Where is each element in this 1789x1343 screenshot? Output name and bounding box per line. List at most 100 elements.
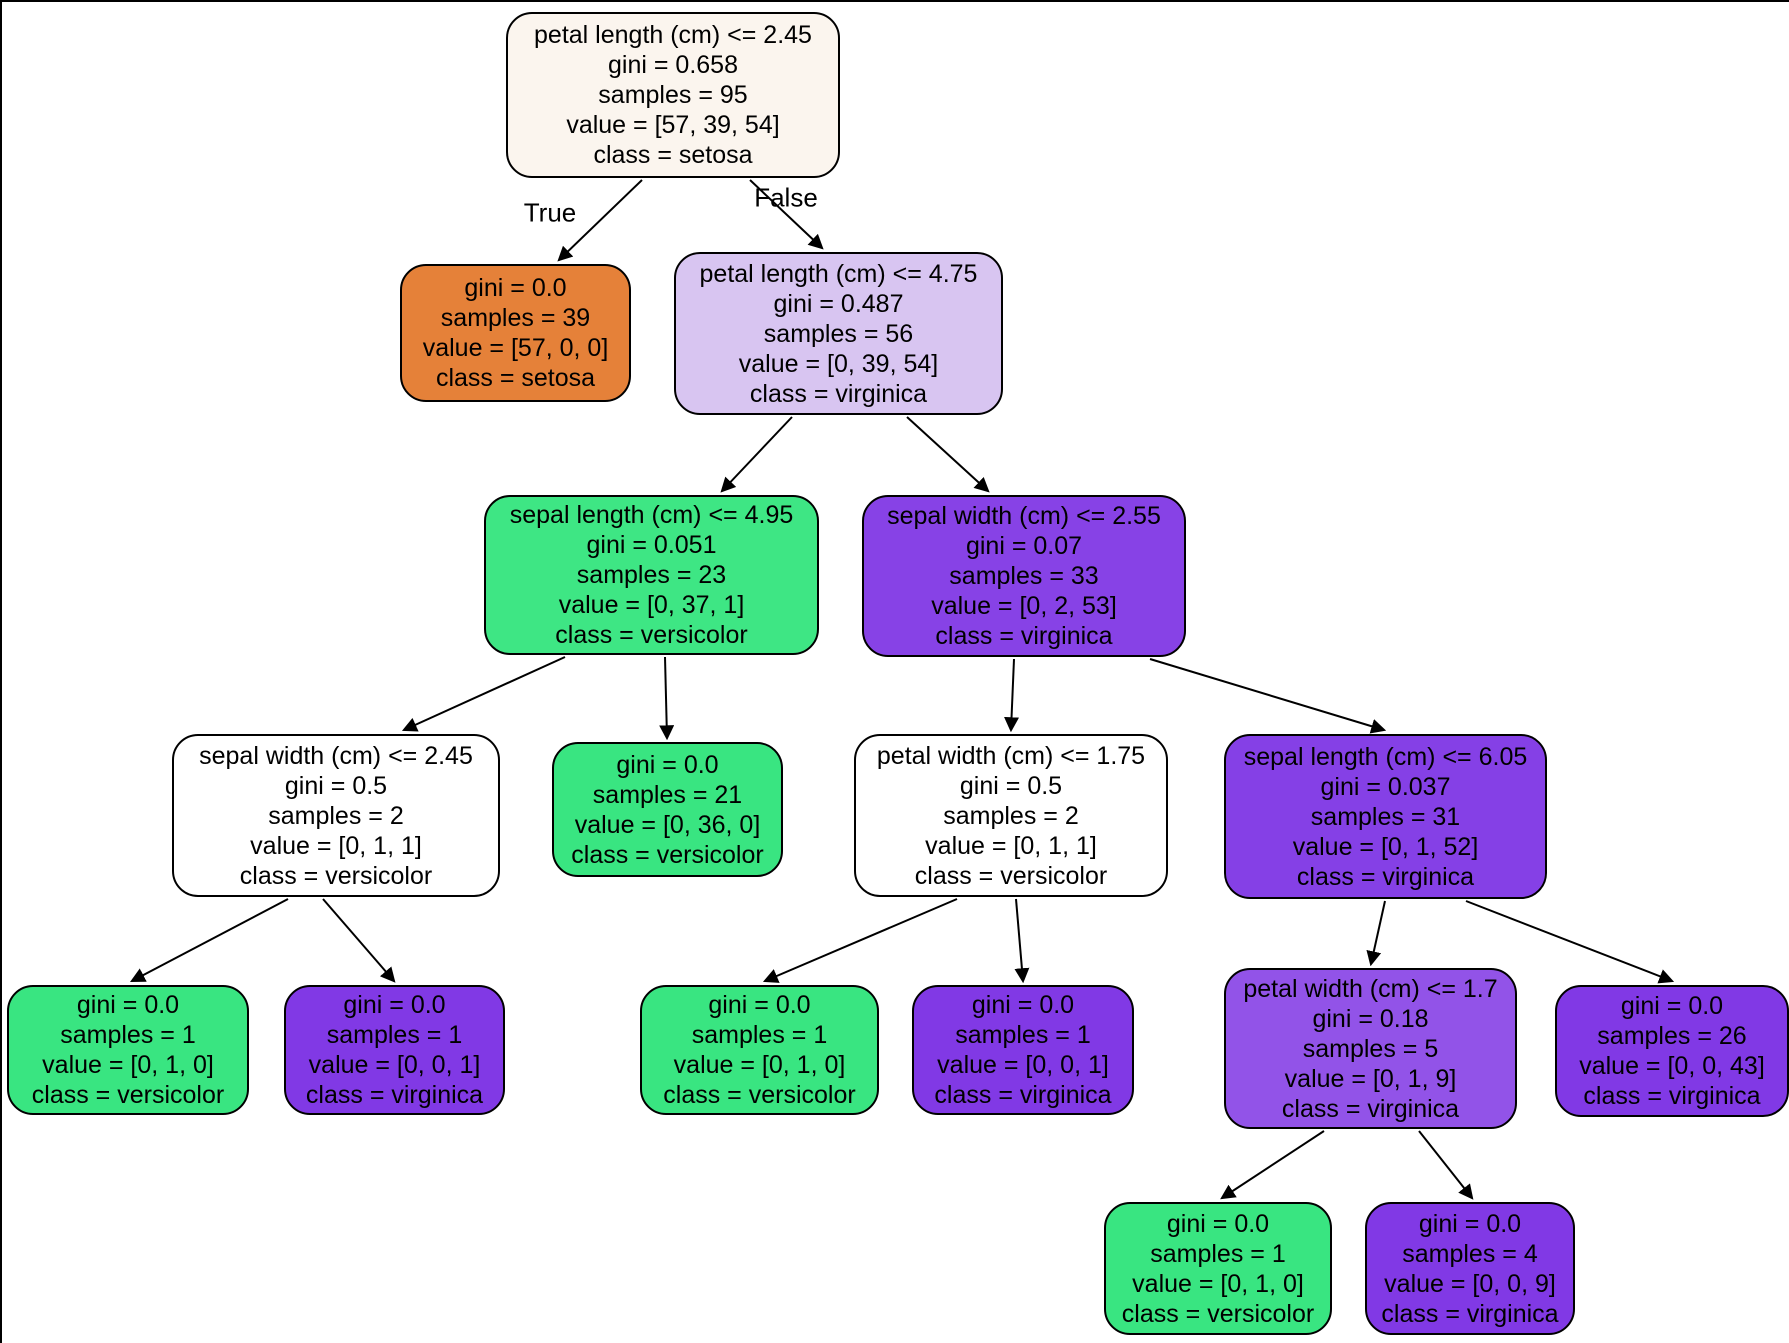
node-text-line: class = versicolor — [31, 1081, 225, 1109]
node-text-line: gini = 0.5 — [959, 771, 1063, 800]
node-text-line: class = versicolor — [571, 840, 764, 869]
tree-edge — [401, 656, 566, 732]
node-text-line: class = setosa — [593, 141, 753, 169]
node-text-line: value = [0, 1, 0] — [673, 1051, 846, 1079]
node-text-line: value = [0, 0, 9] — [1384, 1269, 1556, 1298]
tree-edge — [1004, 658, 1020, 733]
node-text-line: class = versicolor — [1121, 1299, 1315, 1328]
node-text-line: value = [0, 1, 52] — [1292, 832, 1479, 861]
node-text-line: petal width (cm) <= 1.7 — [1243, 974, 1498, 1003]
node-text-line: value = [57, 0, 0] — [422, 334, 609, 362]
node-text-line: samples = 2 — [943, 801, 1079, 830]
node-text-line: sepal length (cm) <= 6.05 — [1243, 742, 1528, 771]
tree-edge — [1149, 658, 1387, 734]
node-text-line: value = [0, 1, 0] — [42, 1051, 214, 1079]
node-text-line: gini = 0.18 — [1312, 1004, 1429, 1033]
node-text-line: gini = 0.0 — [343, 991, 446, 1019]
node-text-line: samples = 5 — [1302, 1034, 1439, 1063]
node-text-line: gini = 0.0 — [616, 750, 719, 779]
tree-edge — [322, 898, 396, 983]
node-text-line: sepal length (cm) <= 4.95 — [509, 501, 794, 529]
tree-edge — [762, 898, 958, 983]
node-text-line: class = virginica — [749, 379, 928, 408]
node-text-line: class = setosa — [435, 364, 596, 392]
node-text-line: sepal width (cm) <= 2.45 — [199, 741, 473, 770]
node-text-line: gini = 0.0 — [1166, 1209, 1270, 1238]
node-text-line: class = versicolor — [555, 621, 748, 649]
node-text-line: class = virginica — [1381, 1299, 1559, 1328]
node-text-line: gini = 0.0 — [1620, 992, 1724, 1020]
node-text-line: value = [0, 0, 43] — [1579, 1052, 1765, 1080]
node-text-line: class = virginica — [935, 622, 1113, 650]
node-text-line: class = virginica — [934, 1081, 1112, 1109]
node-text-line: class = virginica — [305, 1081, 484, 1109]
node-text-line: samples = 95 — [598, 81, 748, 109]
node-text-line: value = [0, 0, 1] — [308, 1051, 481, 1079]
node-text-line: samples = 26 — [1597, 1022, 1747, 1050]
node-text-line: gini = 0.0 — [708, 991, 811, 1019]
node-text-line: samples = 33 — [949, 562, 1099, 590]
node-text-line: gini = 0.0 — [1418, 1209, 1522, 1238]
tree-edge — [1366, 900, 1386, 967]
tree-edge — [659, 656, 675, 741]
tree-edge — [1220, 1130, 1325, 1200]
node-text-line: samples = 39 — [440, 304, 591, 332]
node-text-line: value = [0, 39, 54] — [738, 349, 939, 378]
edge-label-false: False — [754, 182, 818, 213]
node-text-line: class = virginica — [1583, 1082, 1761, 1110]
tree-edge — [1014, 898, 1030, 984]
node-text-line: samples = 4 — [1402, 1239, 1538, 1268]
node-text-line: value = [0, 1, 1] — [925, 831, 1097, 860]
tree-edge — [720, 416, 793, 493]
node-text-line: samples = 1 — [326, 1021, 463, 1049]
node-text-line: value = [0, 2, 53] — [931, 592, 1117, 620]
edge-label-true: True — [523, 197, 577, 228]
node-text-line: value = [0, 1, 0] — [1132, 1269, 1304, 1298]
node-text-line: samples = 1 — [1150, 1239, 1286, 1268]
node-text-line: gini = 0.0 — [971, 991, 1075, 1019]
node-text-line: gini = 0.0 — [76, 991, 180, 1019]
node-text-line: gini = 0.0 — [464, 274, 567, 302]
node-text-line: gini = 0.037 — [1320, 772, 1451, 801]
node-text-line: class = versicolor — [239, 861, 433, 890]
node-text-line: samples = 31 — [1310, 802, 1461, 831]
node-text-line: samples = 2 — [268, 801, 404, 830]
node-text-line: value = [0, 37, 1] — [558, 591, 745, 619]
tree-edge — [906, 416, 990, 493]
node-text-line: gini = 0.487 — [773, 289, 904, 318]
node-text-line: petal length (cm) <= 2.45 — [534, 21, 812, 49]
tree-edge — [1418, 1130, 1474, 1200]
node-text-line: samples = 56 — [763, 319, 914, 348]
tree-edge — [130, 898, 289, 983]
node-text-line: class = versicolor — [663, 1081, 856, 1109]
node-text-line: petal length (cm) <= 4.75 — [699, 259, 978, 288]
node-text-line: samples = 23 — [576, 561, 727, 589]
node-text-line: gini = 0.07 — [965, 532, 1083, 560]
node-text-line: samples = 21 — [592, 780, 743, 809]
node-text-line: value = [0, 1, 1] — [250, 831, 422, 860]
node-text-line: gini = 0.658 — [608, 51, 738, 79]
node-text-line: gini = 0.5 — [284, 771, 388, 800]
node-text-line: samples = 1 — [60, 1021, 196, 1049]
node-text-line: samples = 1 — [691, 1021, 828, 1049]
node-text-line: samples = 1 — [955, 1021, 1091, 1049]
node-text-line: gini = 0.051 — [586, 531, 717, 559]
node-text-line: class = versicolor — [914, 861, 1108, 890]
node-text-line: class = virginica — [1281, 1094, 1460, 1123]
